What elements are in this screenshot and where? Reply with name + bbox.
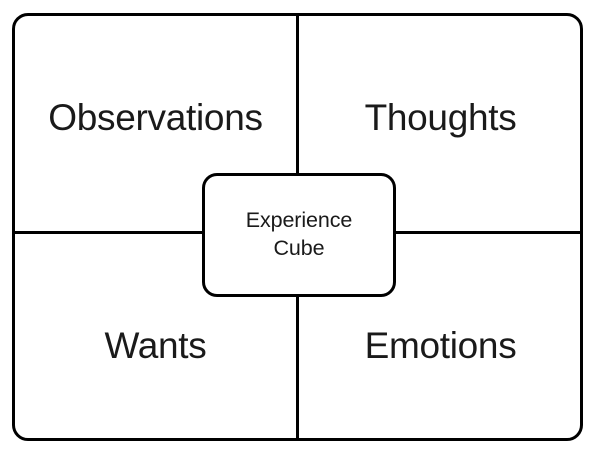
divider-vertical-top <box>296 15 299 174</box>
center-node-experience-cube: Experience Cube <box>202 173 396 297</box>
quadrant-label-thoughts: Thoughts <box>364 97 517 138</box>
quadrant-label-observations: Observations <box>48 97 263 138</box>
divider-vertical-bottom <box>296 296 299 440</box>
divider-horizontal-left <box>14 231 203 234</box>
quadrant-thoughts: Thoughts <box>299 16 582 231</box>
quadrant-label-wants: Wants <box>104 325 207 366</box>
divider-horizontal-right <box>395 231 582 234</box>
quadrant-label-emotions: Emotions <box>364 325 517 366</box>
quadrant-emotions: Emotions <box>299 234 582 440</box>
center-node-label-line2: Cube <box>273 236 325 260</box>
quadrant-wants: Wants <box>15 234 296 440</box>
quadrant-observations: Observations <box>15 16 296 231</box>
center-node-label-line1: Experience <box>245 208 353 233</box>
